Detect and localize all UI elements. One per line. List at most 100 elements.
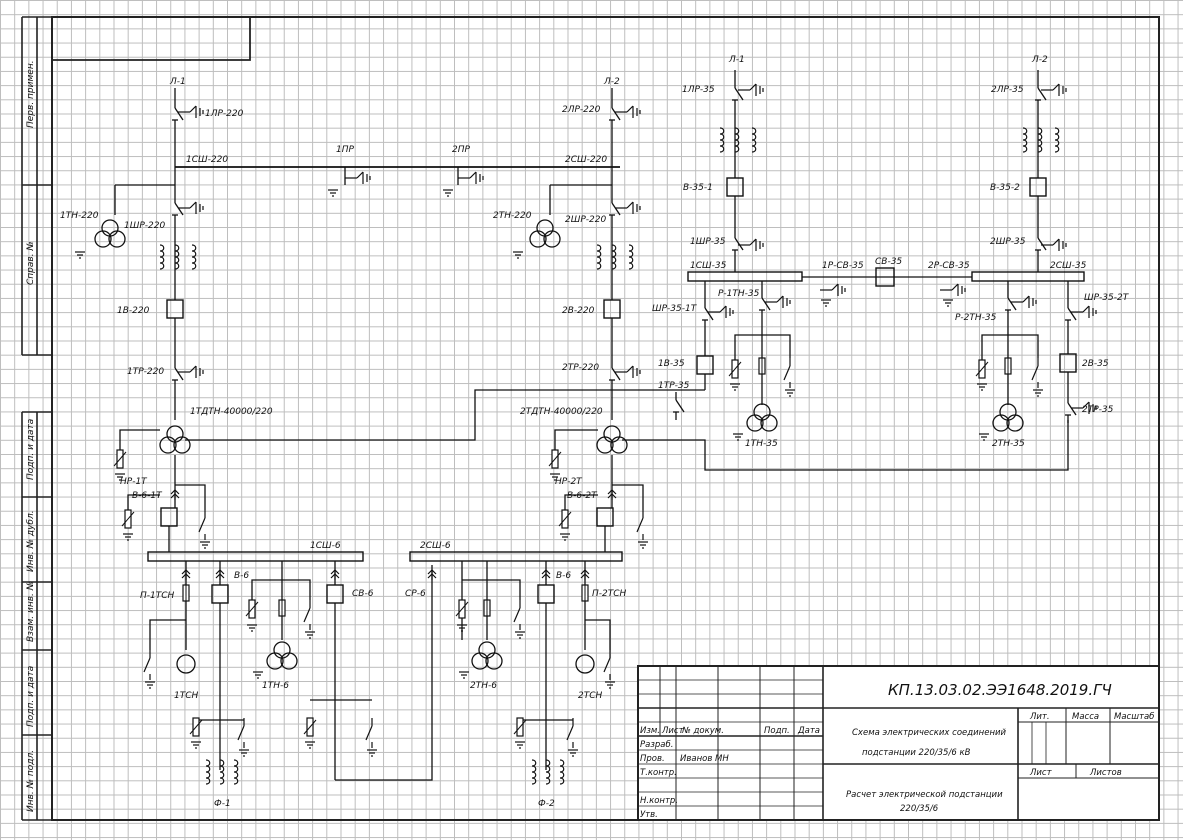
- stamp-vzam-inv: Взам. инв. №: [26, 581, 36, 642]
- label-l2: Л-2: [603, 77, 620, 87]
- title-block-text: КП.13.03.02.ЭЭ1648.2019.ГЧ Изм. Лист № д…: [640, 681, 1154, 820]
- stamp-perv-primen: Перв. примен.: [26, 60, 36, 128]
- label-1v220: 1В-220: [117, 306, 150, 316]
- label-f1: Ф-1: [214, 799, 231, 809]
- diagram-labels: Л-1 1ЛР-220 1СШ-220 1ПР 2ПР 2СШ-220 Л-2 …: [60, 55, 1130, 809]
- stamp-inv-podl: Инв. № подл.: [26, 750, 36, 812]
- label-2tsn: 2ТСН: [578, 691, 603, 701]
- label-1tn6: 1ТН-6: [262, 681, 289, 691]
- label-v35-2: В-35-2: [990, 183, 1020, 193]
- label-2v220: 2В-220: [562, 306, 595, 316]
- tb-podp: Подп.: [764, 726, 790, 736]
- label-2tn35: 2ТН-35: [992, 439, 1025, 449]
- tb-data: Дата: [797, 726, 820, 736]
- switchgear-symbols-220: [74, 99, 641, 454]
- tb-prov-name: Иванов МН: [680, 754, 729, 764]
- label-2ssh35: 2СШ-35: [1050, 261, 1087, 271]
- label-v35-1: В-35-1: [683, 183, 713, 193]
- tb-subtitle-2: 220/35/6: [900, 804, 939, 814]
- label-sr6: СР-6: [405, 589, 426, 599]
- label-1tdtn: 1ТДТН-40000/220: [190, 407, 273, 417]
- tb-masshtab: Масштаб: [1114, 712, 1154, 722]
- stamp-podp-data-2: Подп. и дата: [26, 666, 36, 727]
- tb-tkontr: Т.контр.: [640, 768, 677, 778]
- label-2ssh220: 2СШ-220: [565, 155, 607, 165]
- section-6kv: [147, 551, 623, 781]
- label-shr35-2t: ШР-35-2Т: [1084, 293, 1130, 303]
- label-2ssh6: 2СШ-6: [420, 541, 451, 551]
- label-v6-b: В-6: [556, 571, 571, 581]
- tx-leads: [119, 389, 1069, 552]
- label-2tr220: 2ТР-220: [562, 363, 599, 373]
- tb-utv: Утв.: [640, 810, 658, 820]
- label-2tr35: 2ТР-35: [1082, 405, 1114, 415]
- title-block: [637, 665, 1160, 821]
- stamp-podp-data-1: Подп. и дата: [26, 419, 36, 480]
- label-1shr35: 1ШР-35: [690, 237, 726, 247]
- label-1tr220: 1ТР-220: [127, 367, 164, 377]
- label-2tn220: 2ТН-220: [493, 211, 532, 221]
- tb-massa: Масса: [1072, 712, 1099, 722]
- label-r2tn35: Р-2ТН-35: [955, 313, 997, 323]
- label-shr35-1t: ШР-35-1Т: [652, 304, 698, 314]
- label-v6-1t: В-6-1Т: [132, 491, 163, 501]
- label-2r-sv35: 2Р-СВ-35: [928, 261, 970, 271]
- side-stamp-labels: Перв. примен. Справ. № Подп. и дата Инв.…: [26, 60, 36, 812]
- label-p2tsn: П-2ТСН: [592, 589, 627, 599]
- stamp-sprav: Справ. №: [26, 241, 36, 285]
- label-1lr35: 1ЛР-35: [682, 85, 715, 95]
- label-1v35: 1В-35: [658, 359, 685, 369]
- label-1tn220: 1ТН-220: [60, 211, 99, 221]
- label-2shr220: 2ШР-220: [565, 215, 606, 225]
- 6kv-symbols: [143, 569, 616, 785]
- tb-listov: Листов: [1089, 768, 1122, 778]
- outer-frame: [51, 16, 1160, 821]
- label-2lr35: 2ЛР-35: [991, 85, 1024, 95]
- label-1r-sv35: 1Р-СВ-35: [822, 261, 864, 271]
- side-stamp-strip: [21, 16, 52, 821]
- label-2pr: 2ПР: [452, 145, 470, 155]
- label-l1-35: Л-1: [728, 55, 745, 65]
- label-v6-2t: В-6-2Т: [567, 491, 598, 501]
- label-1tn35: 1ТН-35: [745, 439, 778, 449]
- label-p1tsn: П-1ТСН: [140, 591, 175, 601]
- label-sv6: СВ-6: [352, 589, 374, 599]
- tb-nkontr: Н.контр.: [640, 796, 678, 806]
- label-l2-35: Л-2: [1031, 55, 1048, 65]
- tb-izm: Изм.: [640, 726, 660, 736]
- label-1tr35: 1ТР-35: [658, 381, 690, 391]
- label-sv35: СВ-35: [875, 257, 902, 267]
- tb-docnum: № докум.: [681, 726, 724, 736]
- label-1lr220: 1ЛР-220: [205, 109, 244, 119]
- tb-title-2: подстанции 220/35/6 кВ: [862, 748, 971, 758]
- label-1pr: 1ПР: [336, 145, 354, 155]
- tb-lit: Лит.: [1029, 712, 1050, 722]
- label-1ssh6: 1СШ-6: [310, 541, 341, 551]
- label-2lr220: 2ЛР-220: [562, 105, 601, 115]
- label-nr1t: НР-1Т: [120, 477, 148, 487]
- label-nr2t: НР-2Т: [555, 477, 583, 487]
- label-l1: Л-1: [169, 77, 186, 87]
- stamp-inv-dubl: Инв. № дубл.: [26, 510, 36, 572]
- label-1ssh35: 1СШ-35: [690, 261, 727, 271]
- doc-code: КП.13.03.02.ЭЭ1648.2019.ГЧ: [888, 681, 1112, 699]
- tb-subtitle-1: Расчет электрической подстанции: [846, 790, 1003, 800]
- label-2tn6: 2ТН-6: [470, 681, 497, 691]
- corner-stamp: [52, 17, 251, 61]
- label-2tdtn: 2ТДТН-40000/220: [520, 407, 603, 417]
- label-2shr35: 2ШР-35: [990, 237, 1026, 247]
- label-v6-a: В-6: [234, 571, 249, 581]
- tb-prov: Пров.: [640, 754, 665, 764]
- label-1ssh220: 1СШ-220: [186, 155, 228, 165]
- label-r1tn35: Р-1ТН-35: [718, 289, 760, 299]
- tb-razrab: Разраб.: [640, 740, 673, 750]
- tb-list: Лист: [661, 726, 685, 736]
- tb-list-field: Лист: [1029, 768, 1053, 778]
- tb-title-1: Схема электрических соединений: [852, 728, 1007, 738]
- label-1tsn: 1ТСН: [174, 691, 199, 701]
- section-220kv: [114, 88, 621, 420]
- label-f2: Ф-2: [538, 799, 555, 809]
- label-1shr220: 1ШР-220: [124, 221, 165, 231]
